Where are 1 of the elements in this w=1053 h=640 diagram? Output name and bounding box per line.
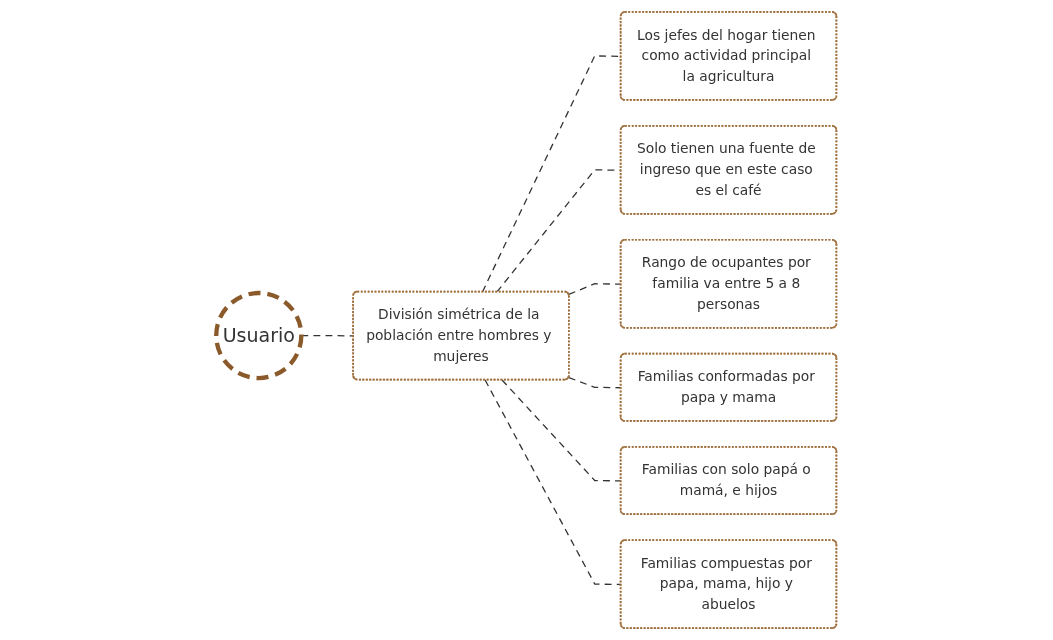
node-circle: Usuario — [214, 290, 304, 381]
